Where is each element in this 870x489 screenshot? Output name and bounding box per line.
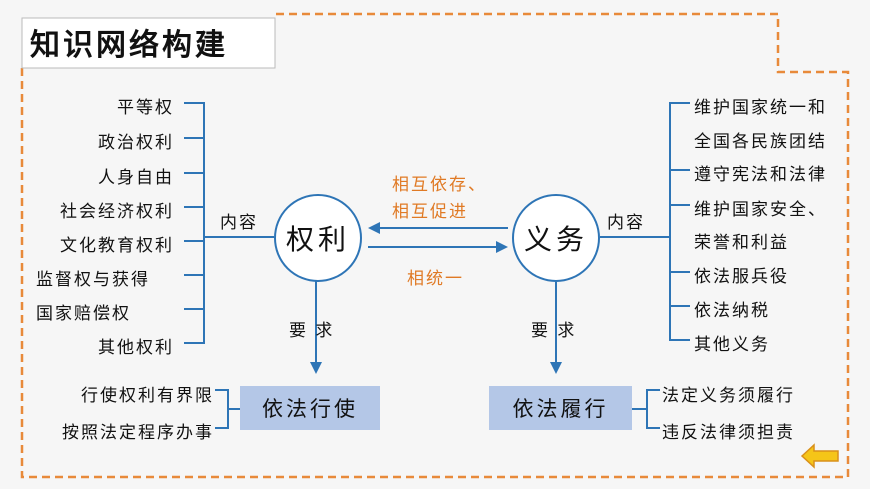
duties-content-label: 内容 <box>607 213 645 233</box>
duties-item: 全国各民族团结 <box>694 132 827 152</box>
duties-item: 依法服兵役 <box>694 267 789 287</box>
relation-label-top-2: 相互促进 <box>392 202 468 222</box>
rights-item: 政治权利 <box>98 133 174 153</box>
duties-item: 维护国家安全、 <box>694 200 827 220</box>
rights-item: 其他权利 <box>98 338 174 358</box>
duties-item: 维护国家统一和 <box>694 98 827 118</box>
rights-item: 社会经济权利 <box>60 202 174 222</box>
rights-item: 国家赔偿权 <box>36 304 131 324</box>
left-arrow-icon[interactable] <box>800 443 840 469</box>
rights-requirement: 行使权利有界限 <box>81 386 214 406</box>
rights-action-box: 依法行使 <box>240 386 380 430</box>
relation-label-bottom: 相统一 <box>407 269 464 289</box>
duties-require-label: 要 求 <box>531 321 577 341</box>
duties-item: 荣誉和利益 <box>694 233 789 253</box>
duties-item: 遵守宪法和法律 <box>694 165 827 185</box>
rights-item: 平等权 <box>117 98 174 118</box>
duties-item: 其他义务 <box>694 335 770 355</box>
rights-require-label: 要 求 <box>289 321 335 341</box>
rights-item: 人身自由 <box>98 168 174 188</box>
page-title: 知识网络构建 <box>30 28 228 63</box>
rights-content-label: 内容 <box>220 213 258 233</box>
rights-item: 监督权与获得 <box>36 270 150 290</box>
duties-action-box: 依法履行 <box>489 386 632 430</box>
duties-requirement: 违反法律须担责 <box>662 423 795 443</box>
duties-node: 义务 <box>512 194 600 282</box>
rights-item: 文化教育权利 <box>60 236 174 256</box>
duties-requirement: 法定义务须履行 <box>662 386 795 406</box>
rights-node: 权利 <box>274 194 362 282</box>
rights-requirement: 按照法定程序办事 <box>62 423 214 443</box>
relation-label-top-1: 相互依存、 <box>392 175 487 195</box>
duties-item: 依法纳税 <box>694 301 770 321</box>
